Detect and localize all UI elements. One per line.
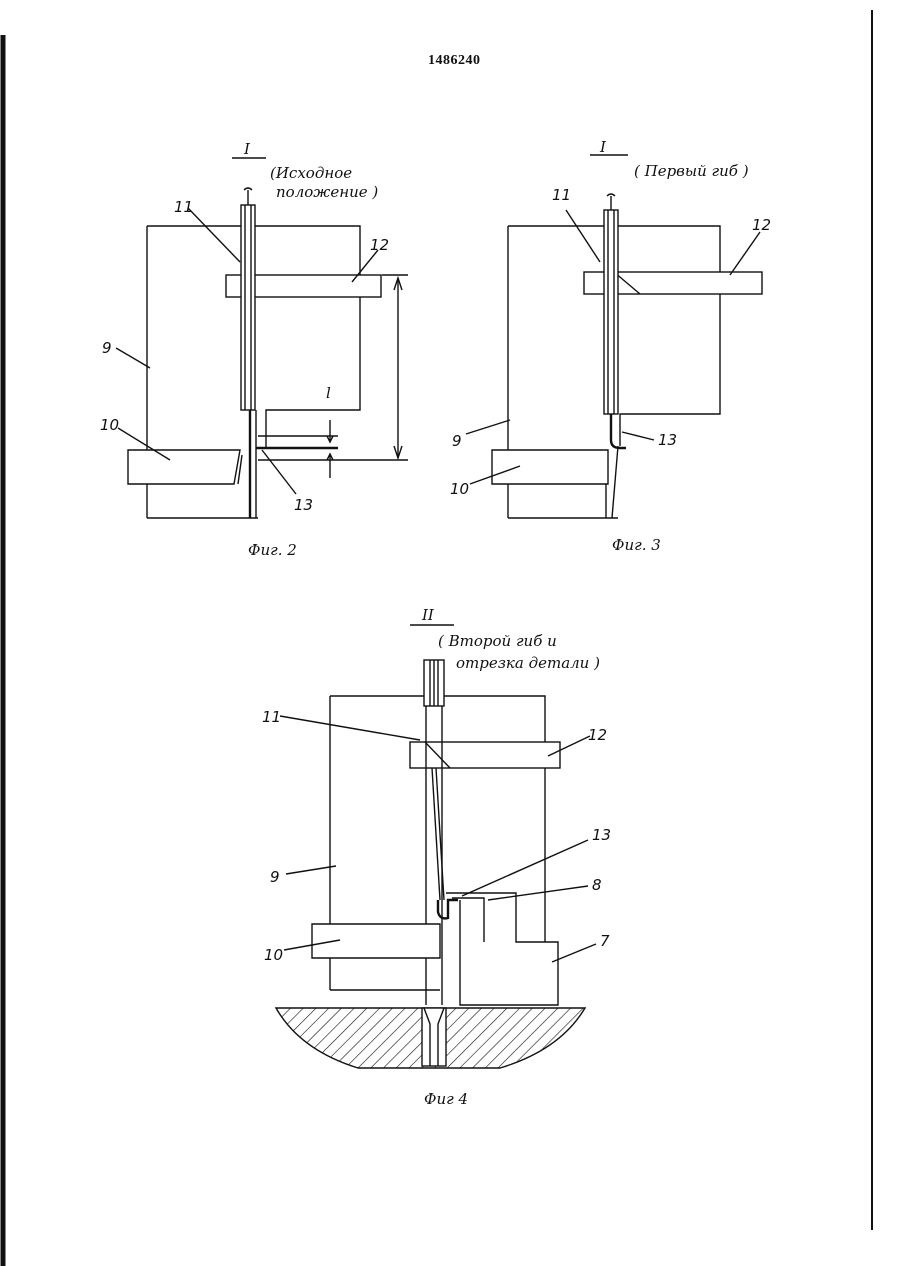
fig4-bar-12 [410, 742, 560, 768]
fig2-label-13: 13 [294, 496, 313, 514]
fig3-caption: Фиг. 3 [612, 536, 661, 554]
figure-4: II ( Второй гиб и отрезка детали ) 11 12… [262, 606, 611, 1108]
fig4-label-10: 10 [264, 946, 283, 964]
fig3-label-12: 12 [752, 216, 771, 234]
fig4-label-9: 9 [270, 868, 280, 886]
fig2-label-10: 10 [100, 416, 119, 434]
fig4-strip-13 [438, 900, 458, 918]
fig3-plate-10 [492, 450, 608, 484]
fig2-note-line1: (Исходное [270, 164, 352, 182]
fig3-label-11: 11 [552, 186, 571, 204]
fig2-note-line2: положение ) [276, 183, 378, 201]
fig3-note: ( Первый гиб ) [634, 162, 749, 180]
figure-3: I ( Первый гиб ) 11 12 9 10 13 Фиг. 3 [450, 138, 771, 554]
fig3-strip-13 [611, 414, 626, 448]
fig4-caption: Фиг 4 [424, 1090, 468, 1108]
fig4-label-8: 8 [592, 876, 602, 894]
fig4-note-line2: отрезка детали ) [456, 654, 600, 672]
fig2-dim-label: l [326, 384, 331, 402]
fig2-punch-11 [241, 205, 255, 410]
fig4-die-7 [446, 893, 558, 1005]
fig3-punch-11 [604, 210, 618, 414]
fig4-label-11: 11 [262, 708, 281, 726]
fig3-label-10: 10 [450, 480, 469, 498]
fig2-plate-10 [128, 450, 240, 484]
fig4-label-12: 12 [588, 726, 607, 744]
fig2-caption: Фиг. 2 [248, 541, 297, 559]
fig3-section-mark: I [599, 138, 607, 156]
fig2-label-11: 11 [174, 198, 193, 216]
fig2-label-12: 12 [370, 236, 389, 254]
fig2-section-mark: I [243, 140, 251, 158]
fig3-label-13: 13 [658, 431, 677, 449]
fig4-section-mark: II [421, 606, 435, 624]
fig3-label-9: 9 [452, 432, 462, 450]
fig2-label-9: 9 [102, 339, 112, 357]
fig4-note-line1: ( Второй гиб и [438, 632, 557, 650]
fig4-label-13: 13 [592, 826, 611, 844]
fig4-label-7: 7 [600, 932, 610, 950]
figure-2: I (Исходное положение ) l 11 [100, 140, 408, 559]
